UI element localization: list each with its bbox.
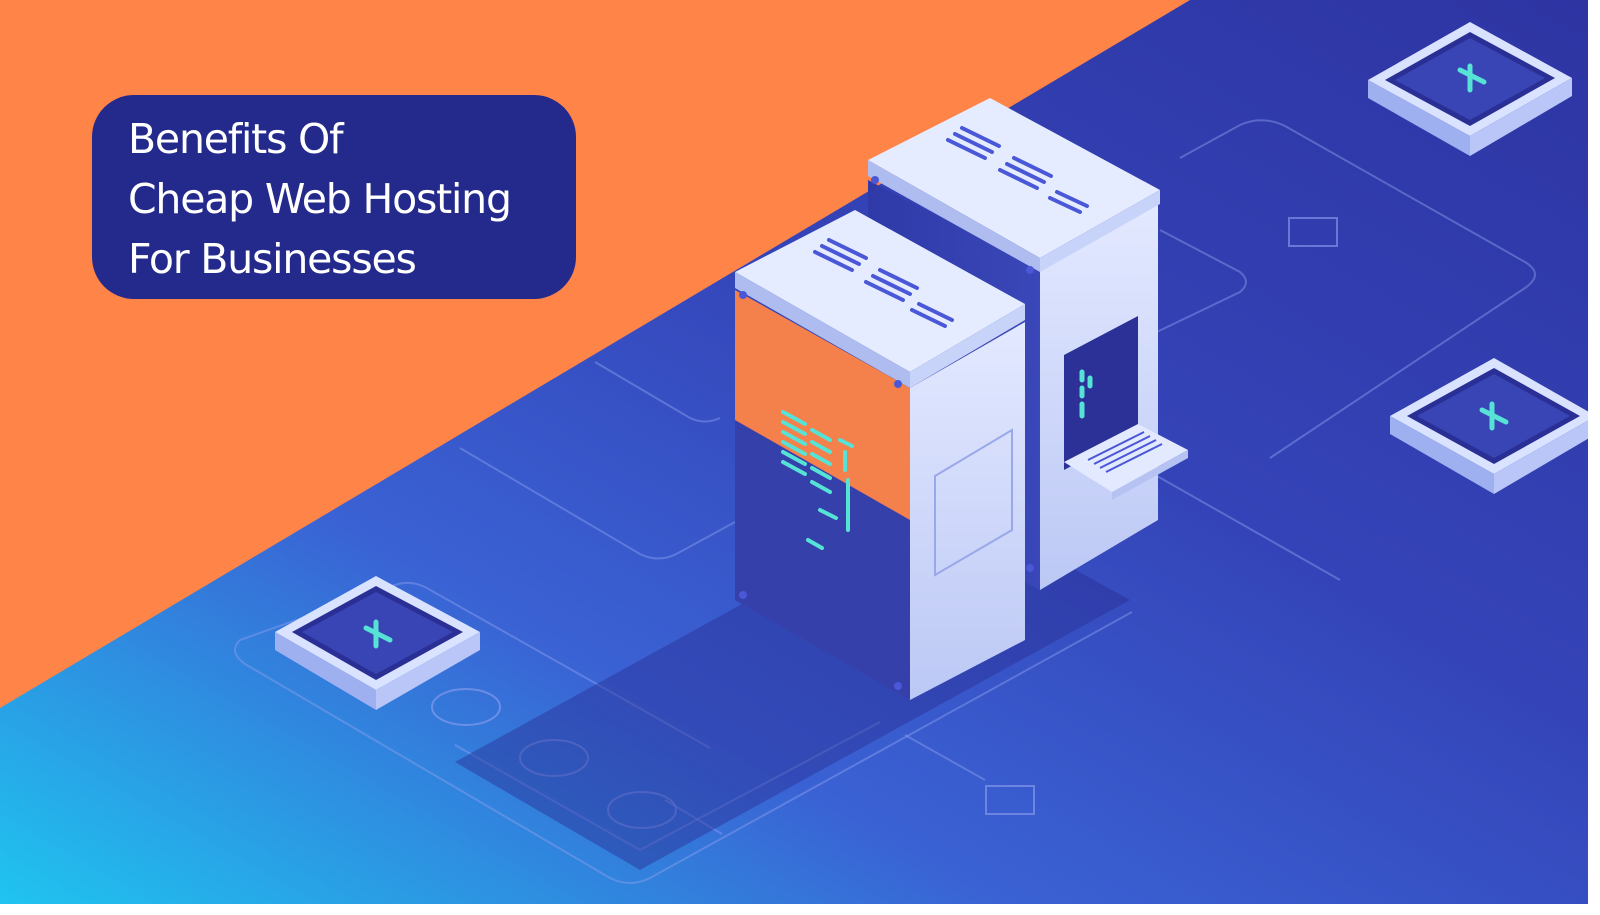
chip-plus-icon <box>1390 358 1596 494</box>
frame-edge-right <box>1588 0 1600 915</box>
server-rack-front <box>735 210 1025 700</box>
title-line: Cheap Web Hosting <box>128 175 512 223</box>
frame-edge-bottom <box>0 904 1600 915</box>
chip-plus-icon <box>1368 22 1572 156</box>
title-line: For Businesses <box>128 235 417 283</box>
chip-plus-icon <box>275 576 480 710</box>
title-line: Benefits Of <box>128 115 344 163</box>
title-card: Benefits Of Cheap Web Hosting For Busine… <box>92 95 576 299</box>
